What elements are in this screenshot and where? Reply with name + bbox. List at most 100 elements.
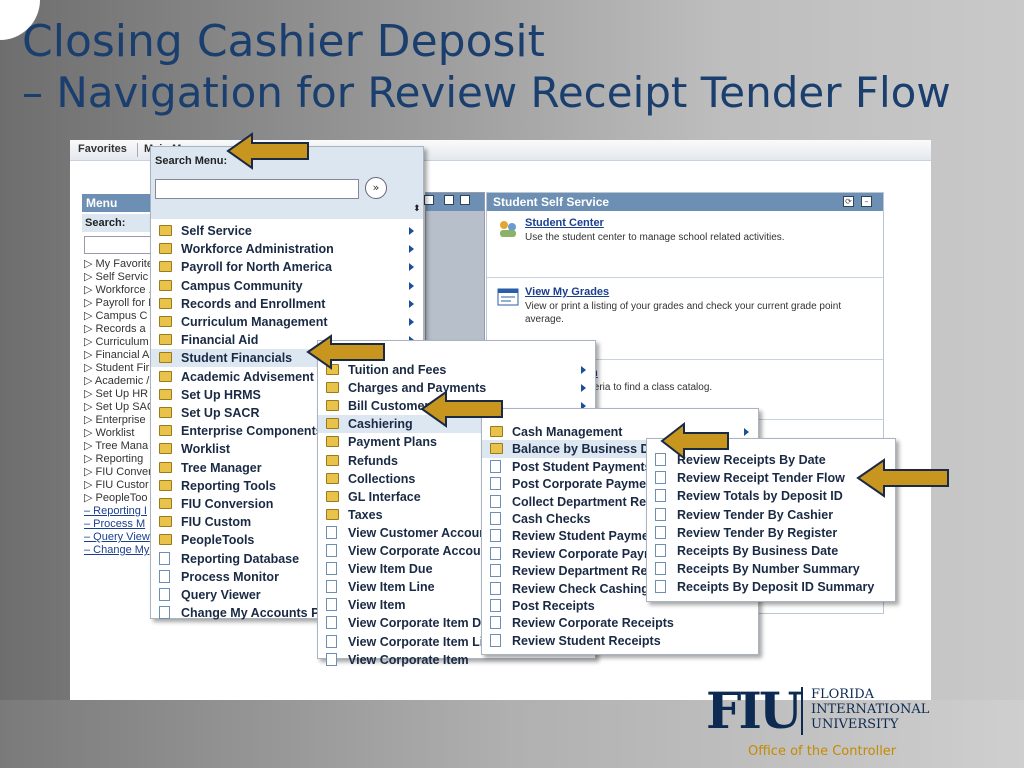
menu-tree-item[interactable]: ▷ Payroll for I xyxy=(84,297,152,309)
menu-item[interactable]: Collections xyxy=(318,470,595,488)
document-icon xyxy=(326,652,337,666)
menu-item[interactable]: Query Viewer xyxy=(151,586,423,604)
menu-item[interactable]: Review Corporate Receipts xyxy=(482,614,758,632)
menu-item[interactable]: Records and Enrollment xyxy=(151,295,423,313)
menu-tree-item[interactable]: ▷ Workforce . xyxy=(84,284,152,296)
menu-item[interactable]: Review Department Receipts xyxy=(482,562,758,580)
menu-item[interactable]: Payroll for North America xyxy=(151,258,423,276)
menu-tree-item[interactable]: ▷ Tree Mana xyxy=(84,440,149,452)
menu-tree-item[interactable]: ▷ My Favorite xyxy=(84,258,153,270)
menu-tree-item[interactable]: ▷ Records a xyxy=(84,323,146,335)
menu-item[interactable]: Process Monitor xyxy=(151,568,423,586)
search-menu-input[interactable] xyxy=(155,179,359,199)
menu-item-label: Payment Plans xyxy=(348,435,437,450)
menu-tree-item[interactable]: ▷ Set Up HR xyxy=(84,388,149,400)
menu-item[interactable]: Reporting Database xyxy=(151,550,423,568)
menu-tree-item[interactable]: ▷ FIU Conver xyxy=(84,466,152,478)
menu-item[interactable]: Review Student Payments xyxy=(482,527,758,545)
search-go-button[interactable]: » xyxy=(365,177,387,199)
menu-item[interactable]: PeopleTools xyxy=(151,531,423,549)
menu-item[interactable]: View Corporate Item xyxy=(318,651,595,669)
document-icon xyxy=(655,507,666,521)
menu-item[interactable]: Reporting Tools xyxy=(151,477,423,495)
menu-item[interactable]: Tree Manager xyxy=(151,459,423,477)
menu-tree-item[interactable]: ▷ PeopleToo xyxy=(84,492,148,504)
menu-tree-item[interactable]: ▷ Reporting xyxy=(84,453,144,465)
menu-tree-link[interactable]: – Reporting I xyxy=(84,505,147,517)
menu-item[interactable]: Self Service xyxy=(151,222,423,240)
menu-item[interactable]: Workforce Administration xyxy=(151,240,423,258)
menu-item[interactable]: FIU Custom xyxy=(151,513,423,531)
menu-item[interactable]: View Corporate Account xyxy=(318,542,595,560)
menu-item[interactable]: View Item Line xyxy=(318,578,595,596)
menu-item[interactable]: Review Receipts By Date xyxy=(647,451,895,469)
menu-item-label: Review Student Payments xyxy=(512,529,668,544)
menu-item[interactable]: FIU Conversion xyxy=(151,495,423,513)
menu-tree-item[interactable]: ▷ Enterprise xyxy=(84,414,146,426)
menu-item[interactable]: View Corporate Item Line xyxy=(318,633,595,651)
minimize-icon[interactable]: – xyxy=(861,196,872,207)
menu-item[interactable]: Post Receipts xyxy=(482,597,758,615)
sort-toggle-icon[interactable]: ⬍ xyxy=(413,204,421,214)
minimize-icon[interactable] xyxy=(444,195,454,205)
menu-item[interactable]: Receipts By Deposit ID Summary xyxy=(647,578,895,596)
menu-item[interactable]: Post Student Payments xyxy=(482,458,758,476)
menu-item[interactable]: Review Receipt Tender Flow xyxy=(647,469,895,487)
menu-item[interactable]: Review Student Receipts xyxy=(482,632,758,650)
menu-item-label: Bill Customers xyxy=(348,399,437,414)
menu-item[interactable]: Collect Department Receipts xyxy=(482,493,758,511)
menu-tree-item[interactable]: ▷ Academic / xyxy=(84,375,150,387)
menu-item[interactable]: Charges and Payments xyxy=(318,379,595,397)
menu-tree-item[interactable]: ▷ Campus C xyxy=(84,310,148,322)
menu-item[interactable]: Receipts By Number Summary xyxy=(647,560,895,578)
search-menu-label: Search Menu: xyxy=(155,155,228,167)
document-icon xyxy=(326,580,337,594)
logo-divider xyxy=(801,687,803,735)
menu-item[interactable]: Refunds xyxy=(318,452,595,470)
refresh-icon[interactable]: ⟳ xyxy=(843,196,854,207)
menu-item[interactable]: Campus Community xyxy=(151,277,423,295)
menu-item[interactable]: Taxes xyxy=(318,506,595,524)
menu-item[interactable]: Academic Advisement xyxy=(151,368,423,386)
menu-item-label: Process Monitor xyxy=(181,569,279,584)
menu-item[interactable]: Review Check Cashing xyxy=(482,580,758,598)
favorites-menu[interactable]: Favorites xyxy=(78,143,127,155)
menu-item[interactable]: View Item xyxy=(318,596,595,614)
menu-item[interactable]: Curriculum Management xyxy=(151,313,423,331)
menu-tree-item[interactable]: ▷ Set Up SAC xyxy=(84,401,155,413)
menu-tree-link[interactable]: – Change My xyxy=(84,544,150,556)
menu-item[interactable]: Enterprise Components xyxy=(151,422,423,440)
menu-tree-item[interactable]: ▷ Worklist xyxy=(84,427,135,439)
menu-item[interactable]: Review Totals by Deposit ID xyxy=(647,487,895,505)
menu-tree-item[interactable]: ▷ Student Fir xyxy=(84,362,150,374)
menu-item[interactable]: Set Up SACR xyxy=(151,404,423,422)
chevron-right-icon xyxy=(409,318,414,326)
menu-tree-item[interactable]: ▷ FIU Custor xyxy=(84,479,149,491)
student-center-link[interactable]: Student Center xyxy=(525,217,604,229)
menu-tree-item[interactable]: ▷ Curriculum xyxy=(84,336,149,348)
menu-item[interactable]: Cash Checks xyxy=(482,510,758,528)
menu-tree-item[interactable]: ▷ Self Servic xyxy=(84,271,149,283)
menu-item[interactable]: View Customer Account xyxy=(318,524,595,542)
menu-item[interactable]: Post Corporate Payments xyxy=(482,475,758,493)
refresh-icon[interactable] xyxy=(424,195,434,205)
menu-item[interactable]: Cash Management xyxy=(482,423,758,441)
menu-item[interactable]: Tuition and Fees xyxy=(318,361,595,379)
menu-item[interactable]: Receipts By Business Date xyxy=(647,542,895,560)
menu-tree-link[interactable]: – Process M xyxy=(84,518,146,530)
document-icon xyxy=(655,489,666,503)
menu-item[interactable]: Set Up HRMS xyxy=(151,386,423,404)
menu-item[interactable]: GL Interface xyxy=(318,488,595,506)
menu-item[interactable]: Payment Plans xyxy=(318,433,595,451)
menu-tree-item[interactable]: ▷ Financial A xyxy=(84,349,150,361)
menu-item[interactable]: Review Tender By Register xyxy=(647,524,895,542)
menu-item[interactable]: View Item Due xyxy=(318,560,595,578)
view-my-grades-link[interactable]: View My Grades xyxy=(525,286,610,298)
menu-item[interactable]: Review Tender By Cashier xyxy=(647,506,895,524)
menu-item[interactable]: Review Corporate Payments xyxy=(482,545,758,563)
menu-item[interactable]: Bill Customers xyxy=(318,397,595,415)
menu-item[interactable]: Worklist xyxy=(151,440,423,458)
close-icon[interactable] xyxy=(460,195,470,205)
menu-tree-link[interactable]: – Query View xyxy=(84,531,150,543)
menu-item[interactable]: View Corporate Item Due xyxy=(318,614,595,632)
